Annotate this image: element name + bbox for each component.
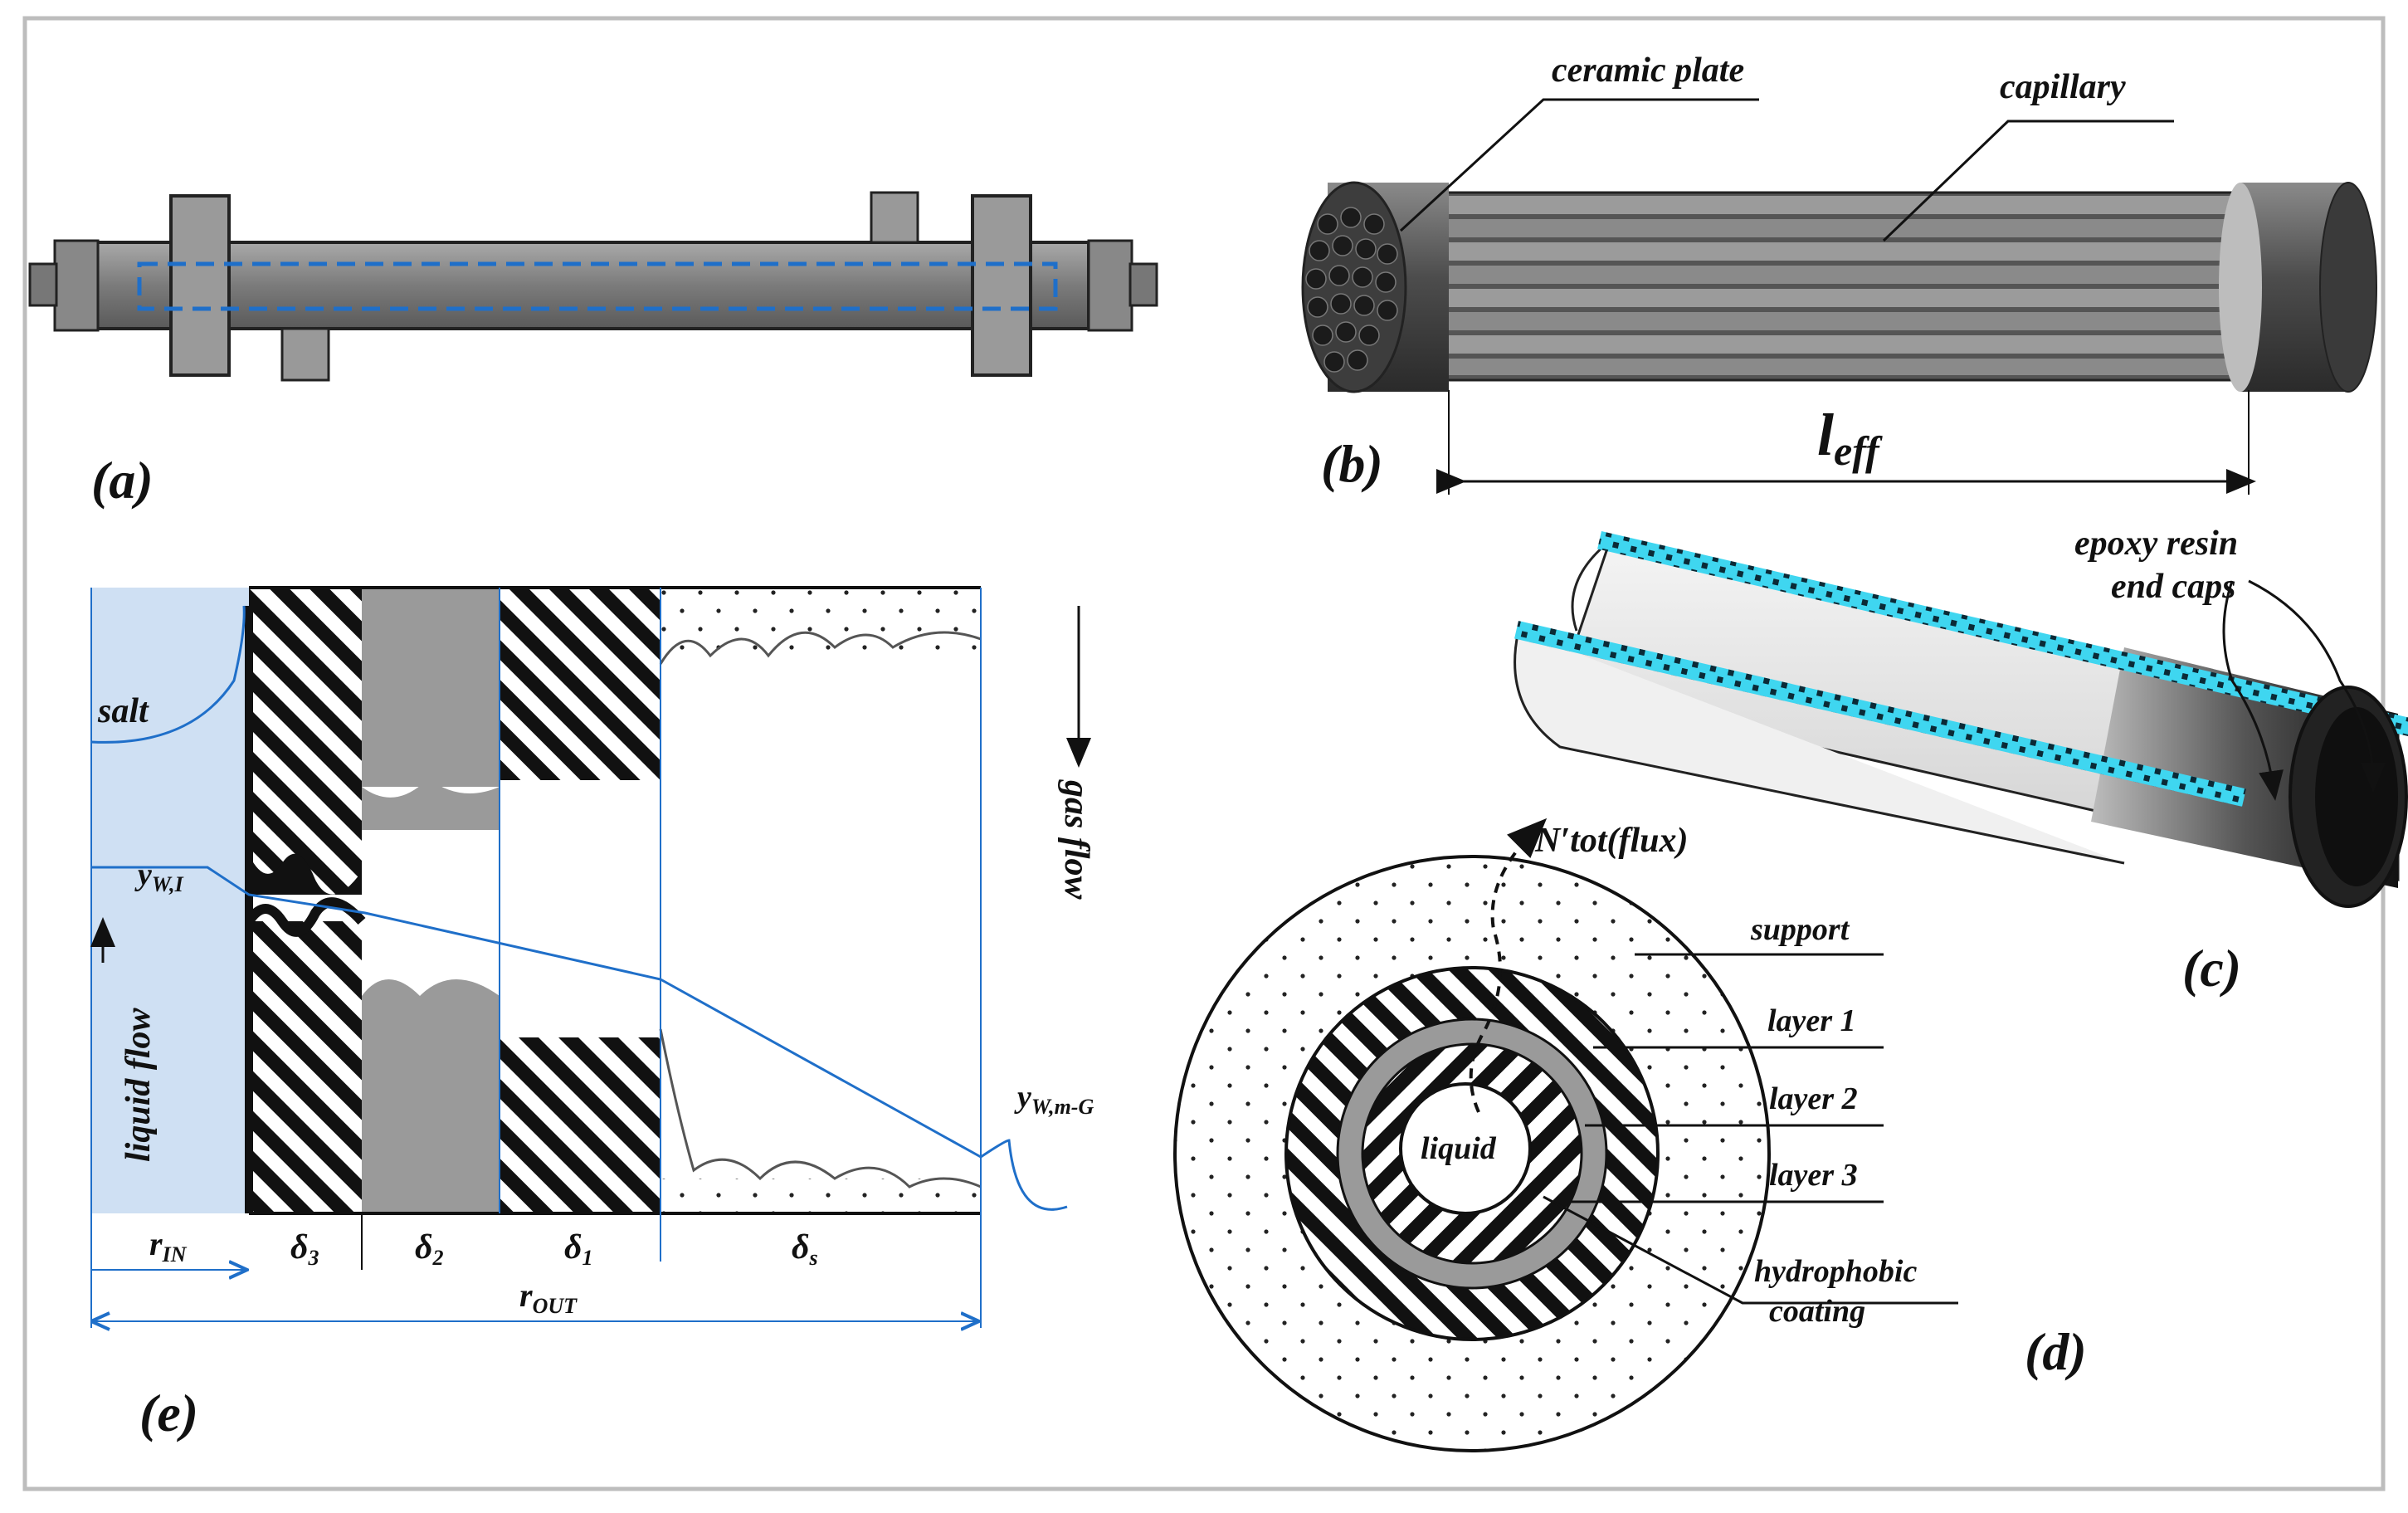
y-wmg-label: yW,m-G xyxy=(1014,1080,1094,1119)
panel-d-cross-section: N′tot(flux) support layer 1 layer 2 laye… xyxy=(1173,818,2087,1452)
panel-a-module-housing: (a) xyxy=(28,191,1158,510)
liquid-flow-label: liquid flow xyxy=(119,1007,158,1162)
panel-c-capillary-cutaway: epoxy resin end caps (c) xyxy=(1514,525,2408,998)
capillary-leader xyxy=(1882,120,2174,242)
support-label: support xyxy=(1750,912,1850,947)
panel-c-tag: (c) xyxy=(2182,939,2241,998)
fiber-bundle-outline xyxy=(137,261,1058,311)
epoxy-label-line2: end caps xyxy=(2111,568,2236,606)
panel-e-layer-profile: salt liquid flow gas flow yW,I yW,m-G rI… xyxy=(90,586,1095,1442)
capillary-tubes xyxy=(1444,196,2240,375)
hydrophobic-label-line1: hydrophobic xyxy=(1754,1254,1917,1289)
layer-1-label: layer 1 xyxy=(1767,1003,1856,1038)
r-in-label: rIN xyxy=(149,1225,188,1267)
gas-flow-label: gas flow xyxy=(1057,779,1095,900)
flux-label: N′tot(flux) xyxy=(1534,822,1688,860)
panel-b-capillary-bundle: ceramic plate capillary leff (b) xyxy=(1301,51,2377,495)
salt-label: salt xyxy=(97,692,149,730)
panel-e-tag: (e) xyxy=(139,1384,198,1442)
delta-2-label: δ2 xyxy=(415,1228,444,1270)
delta-2-layer xyxy=(362,588,500,787)
delta-s-label: δs xyxy=(792,1228,818,1270)
salt-curve xyxy=(90,605,246,744)
panel-d-tag: (d) xyxy=(2025,1322,2087,1381)
liquid-core xyxy=(1399,1082,1532,1215)
panel-b-tag: (b) xyxy=(1321,434,1383,493)
concentration-profile xyxy=(91,866,982,1159)
y-wi-label: yW,I xyxy=(134,857,184,896)
ceramic-plate-label: ceramic plate xyxy=(1552,51,1744,90)
panel-a-tag: (a) xyxy=(91,451,154,510)
layer-3-label: layer 3 xyxy=(1769,1158,1858,1193)
flux-path xyxy=(1469,818,1548,1113)
epoxy-seal-upper xyxy=(1597,531,2408,738)
delta-1-label: δ1 xyxy=(564,1228,593,1270)
liquid-region xyxy=(91,588,249,1213)
delta-3-layer xyxy=(249,588,362,895)
epoxy-seal-lower xyxy=(1514,621,2246,807)
epoxy-label-line1: epoxy resin xyxy=(2074,525,2238,563)
delta-1-layer xyxy=(500,588,660,780)
r-out-label: rOUT xyxy=(519,1276,578,1318)
liquid-label: liquid xyxy=(1421,1131,1497,1166)
capillary-label: capillary xyxy=(2000,68,2126,106)
delta-s-layer xyxy=(660,588,981,662)
hydrophobic-label-line2: coating xyxy=(1769,1294,1865,1329)
layer-2-label: layer 2 xyxy=(1769,1081,1858,1116)
delta-3-label: δ3 xyxy=(290,1228,319,1270)
ceramic-plate-leader xyxy=(1399,98,1759,232)
effective-length-label: leff xyxy=(1817,402,1883,474)
